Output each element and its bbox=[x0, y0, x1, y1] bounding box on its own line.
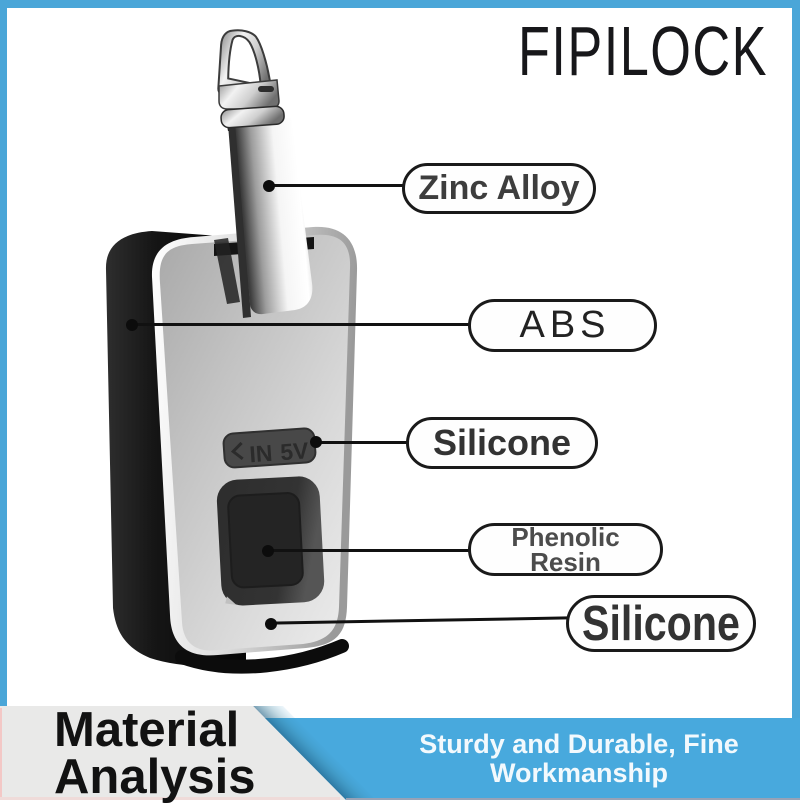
svg-text:IN: IN bbox=[248, 440, 273, 468]
svg-text:FIPILOCK: FIPILOCK bbox=[518, 12, 768, 90]
svg-text:5V: 5V bbox=[279, 437, 310, 465]
